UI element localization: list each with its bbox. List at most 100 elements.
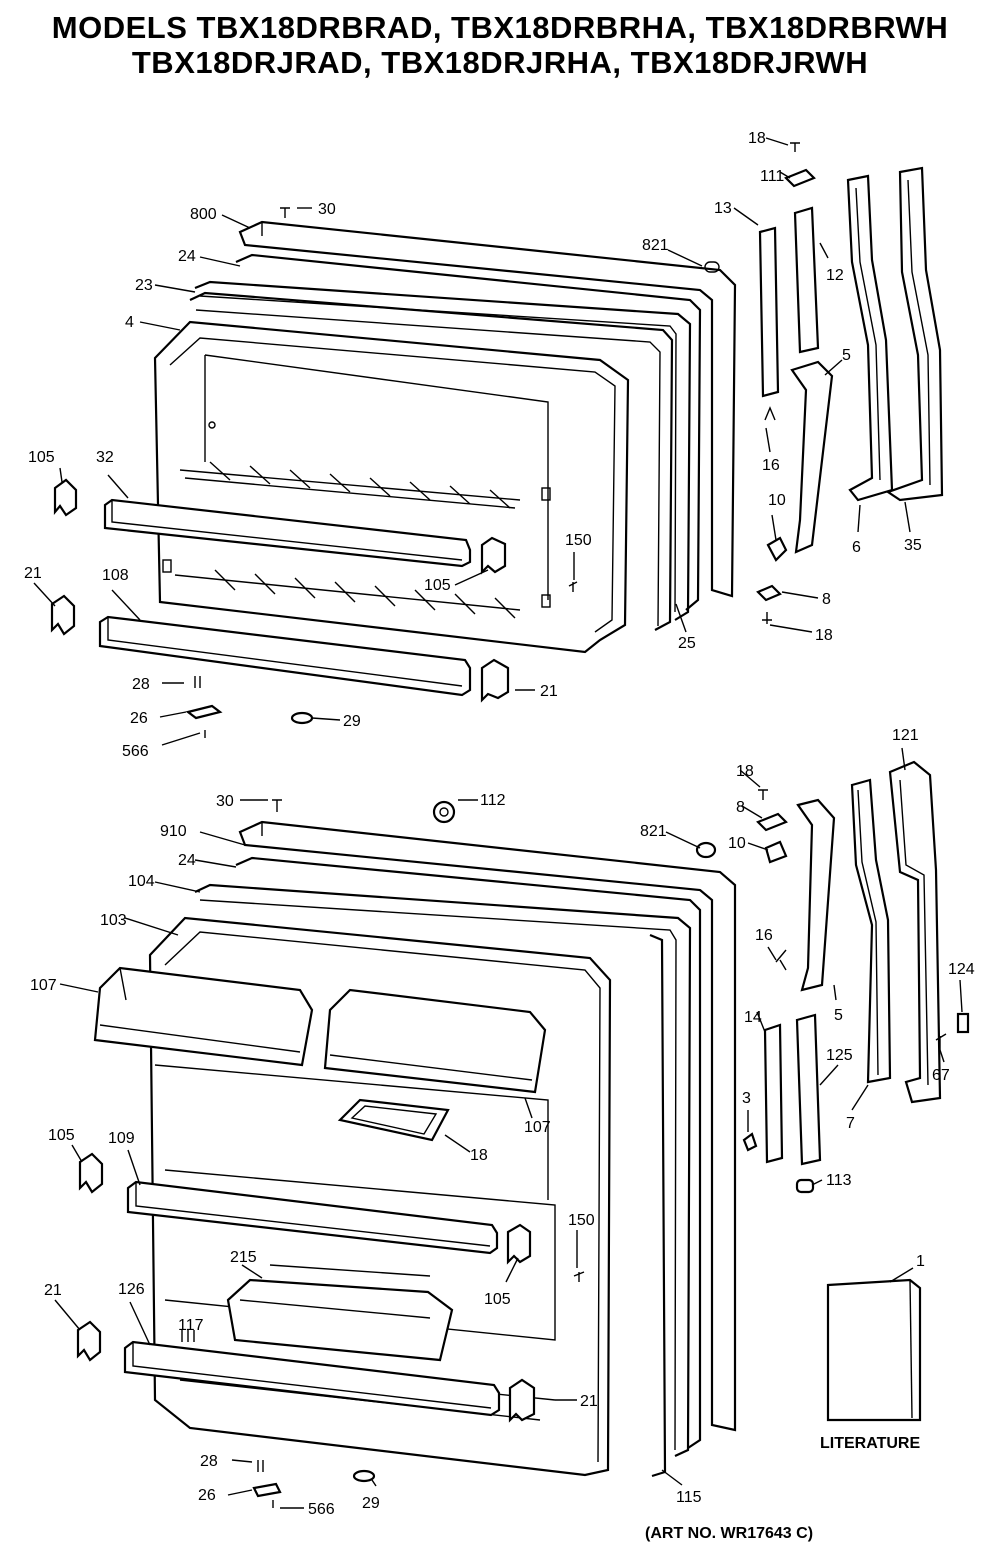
label-5: 5	[842, 347, 851, 364]
label-105-fresh-right: 105	[484, 1291, 511, 1308]
label-124: 124	[948, 961, 975, 978]
freezer-shelf-bar-upper	[103, 498, 472, 568]
label-29-fresh: 29	[362, 1495, 380, 1512]
label-103: 103	[100, 912, 127, 929]
label-107-left: 107	[30, 977, 57, 994]
label-18: 18	[748, 130, 766, 147]
fresh-food-door-outer-panel	[238, 820, 737, 1432]
label-10-fresh: 10	[728, 835, 746, 852]
label-109: 109	[108, 1130, 135, 1147]
art-number: (ART NO. WR17643 C)	[645, 1525, 813, 1542]
part-labels-upper: 18 111 30 800 13 12 24 821 23 4 5 16 105…	[24, 130, 922, 760]
door-bar-109	[126, 1180, 499, 1255]
shelf-support-105-right	[480, 536, 507, 575]
label-6: 6	[852, 539, 861, 556]
screw-150-upper	[568, 581, 578, 592]
door-bin-215	[226, 1278, 454, 1362]
dairy-bin-107-right	[323, 988, 547, 1094]
label-23: 23	[135, 277, 153, 294]
label-115: 115	[676, 1489, 702, 1506]
leader-lines	[33, 137, 963, 1509]
door-handle-6	[846, 174, 894, 502]
label-30-fresh: 30	[216, 793, 234, 810]
label-32: 32	[96, 449, 114, 466]
cover-26-upper	[185, 704, 223, 720]
label-8: 8	[822, 591, 831, 608]
door-handle-35	[885, 166, 944, 502]
plug-29-upper	[290, 711, 314, 725]
trim-14	[763, 1023, 784, 1164]
shelf-support-21-right	[480, 658, 510, 703]
label-7: 7	[846, 1115, 855, 1132]
screw-117	[181, 1330, 195, 1342]
clip-821-upper	[704, 261, 720, 273]
label-566: 566	[122, 743, 149, 760]
label-16-fresh: 16	[755, 927, 773, 944]
label-28-fresh: 28	[200, 1453, 218, 1470]
label-3: 3	[742, 1090, 751, 1107]
label-105-fresh: 105	[48, 1127, 75, 1144]
cap-124	[956, 1012, 970, 1034]
screw-30-upper	[280, 207, 290, 218]
label-105-right: 105	[424, 577, 451, 594]
label-105: 105	[28, 449, 55, 466]
trim-12	[793, 206, 820, 354]
shelf-support-105-left	[53, 478, 78, 517]
label-150: 150	[565, 532, 592, 549]
clip-821-lower	[695, 841, 717, 859]
label-30: 30	[318, 201, 336, 218]
label-29: 29	[343, 713, 361, 730]
door-handle-121	[888, 760, 942, 1104]
label-121: 121	[892, 727, 919, 744]
label-112: 112	[480, 792, 506, 809]
egg-tray-18	[337, 1098, 450, 1142]
label-25: 25	[678, 635, 696, 652]
label-35: 35	[904, 537, 922, 554]
label-18-lower: 18	[815, 627, 833, 644]
plug-29-lower	[352, 1469, 376, 1483]
label-21-right: 21	[540, 683, 558, 700]
cap-113	[795, 1178, 815, 1194]
label-800: 800	[190, 206, 217, 223]
label-111: 111	[760, 168, 784, 185]
page-title-line-1: MODELS TBX18DRBRAD, TBX18DRBRHA, TBX18DR…	[51, 10, 949, 45]
label-821-fresh: 821	[640, 823, 667, 840]
freezer-door-liner	[153, 320, 630, 654]
label-215: 215	[230, 1249, 257, 1266]
plug-28-upper	[194, 676, 201, 688]
label-104: 104	[128, 873, 155, 890]
label-821: 821	[642, 237, 669, 254]
part-labels-lower: 121 18 8 30 112 910 821 10 24 104 16 103…	[30, 727, 975, 1518]
label-910: 910	[160, 823, 187, 840]
shelf-support-21-lower-left	[76, 1320, 102, 1362]
label-107-right: 107	[524, 1119, 551, 1136]
freezer-door-assembly	[50, 207, 737, 738]
plug-112	[432, 800, 456, 824]
door-bar-126	[123, 1340, 501, 1417]
label-26: 26	[130, 710, 148, 727]
label-10: 10	[768, 492, 786, 509]
label-18-tray: 18	[470, 1147, 488, 1164]
fresh-food-gasket-115	[649, 933, 667, 1478]
label-1: 1	[916, 1253, 925, 1270]
literature-label: LITERATURE	[820, 1435, 920, 1452]
hinge-bracket-5-upper	[790, 360, 834, 554]
label-16: 16	[762, 457, 780, 474]
fresh-food-door-assembly	[76, 799, 737, 1508]
label-113: 113	[826, 1172, 852, 1189]
label-14: 14	[744, 1009, 762, 1026]
shelf-support-21-lower-right	[508, 1378, 536, 1423]
label-18-fresh: 18	[736, 763, 754, 780]
label-21-fresh: 21	[44, 1282, 62, 1299]
label-125: 125	[826, 1047, 853, 1064]
label-28: 28	[132, 676, 150, 693]
freezer-door-outer-panel	[238, 220, 737, 598]
label-566-fresh: 566	[308, 1501, 335, 1518]
label-126: 126	[118, 1281, 145, 1298]
label-24-fresh: 24	[178, 852, 196, 869]
label-21-fresh-right: 21	[580, 1393, 598, 1410]
label-8-fresh: 8	[736, 799, 745, 816]
label-13: 13	[714, 200, 732, 217]
shelf-support-105-lower-right	[506, 1223, 532, 1265]
